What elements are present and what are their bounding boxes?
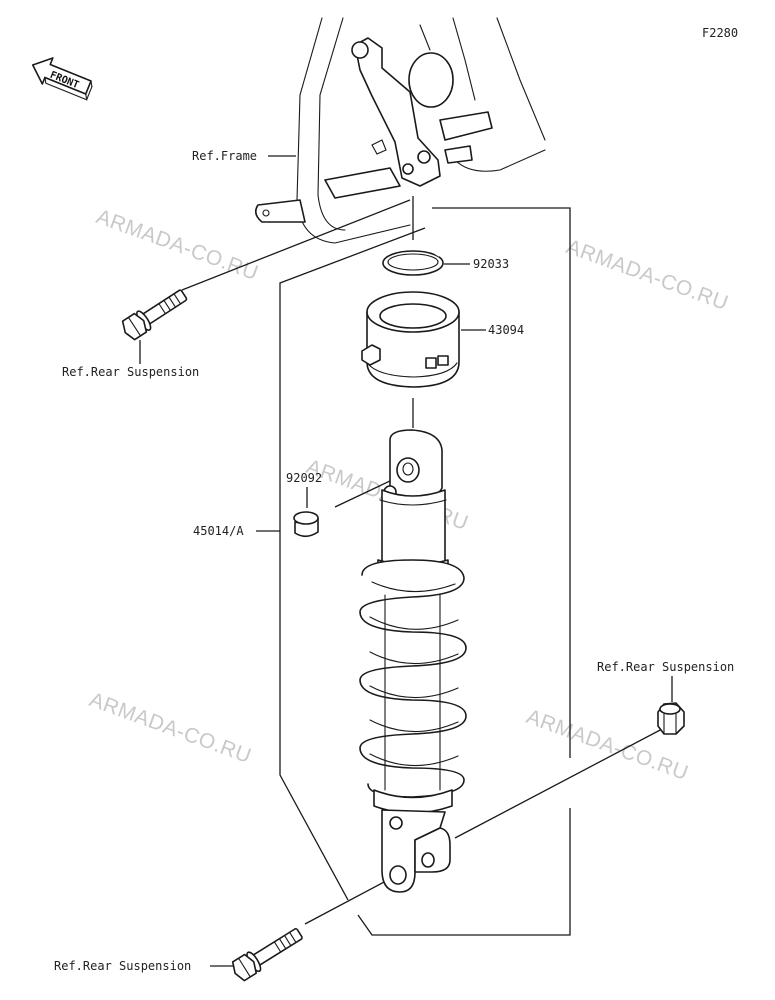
front-arrow-badge: FRONT xyxy=(31,57,93,101)
frame-bracket xyxy=(354,37,441,187)
watermark-1: ARMADA-CO.RU xyxy=(93,205,261,285)
label-ref-rear-suspension-right: Ref.Rear Suspension xyxy=(597,660,734,674)
rear-suspension-bottom-bolt xyxy=(231,928,303,982)
label-ref-rear-suspension-top: Ref.Rear Suspension xyxy=(62,365,199,379)
label-ref-frame: Ref.Frame xyxy=(192,149,257,163)
frame-boss xyxy=(408,52,454,108)
callout-labels: Ref.Frame Ref.Rear Suspension 92033 4309… xyxy=(54,149,734,973)
rear-suspension-nut xyxy=(657,702,685,735)
label-part-45014: 45014/A xyxy=(193,524,244,538)
collar-92092 xyxy=(293,511,319,538)
label-part-92092: 92092 xyxy=(286,471,322,485)
watermark-2: ARMADA-CO.RU xyxy=(563,235,731,315)
label-part-43094: 43094 xyxy=(488,323,524,337)
shock-absorber-45014 xyxy=(359,429,467,893)
adjuster-nut-43094 xyxy=(361,291,460,388)
diagram-code: F2280 xyxy=(702,26,738,40)
rear-suspension-top-bolt xyxy=(121,289,188,341)
label-ref-rear-suspension-bottom: Ref.Rear Suspension xyxy=(54,959,191,973)
label-part-92033: 92033 xyxy=(473,257,509,271)
assembly-bracket xyxy=(279,207,571,936)
frame-drawing xyxy=(254,17,546,244)
circlip-92033 xyxy=(382,248,444,276)
watermark-4: ARMADA-CO.RU xyxy=(86,688,254,768)
